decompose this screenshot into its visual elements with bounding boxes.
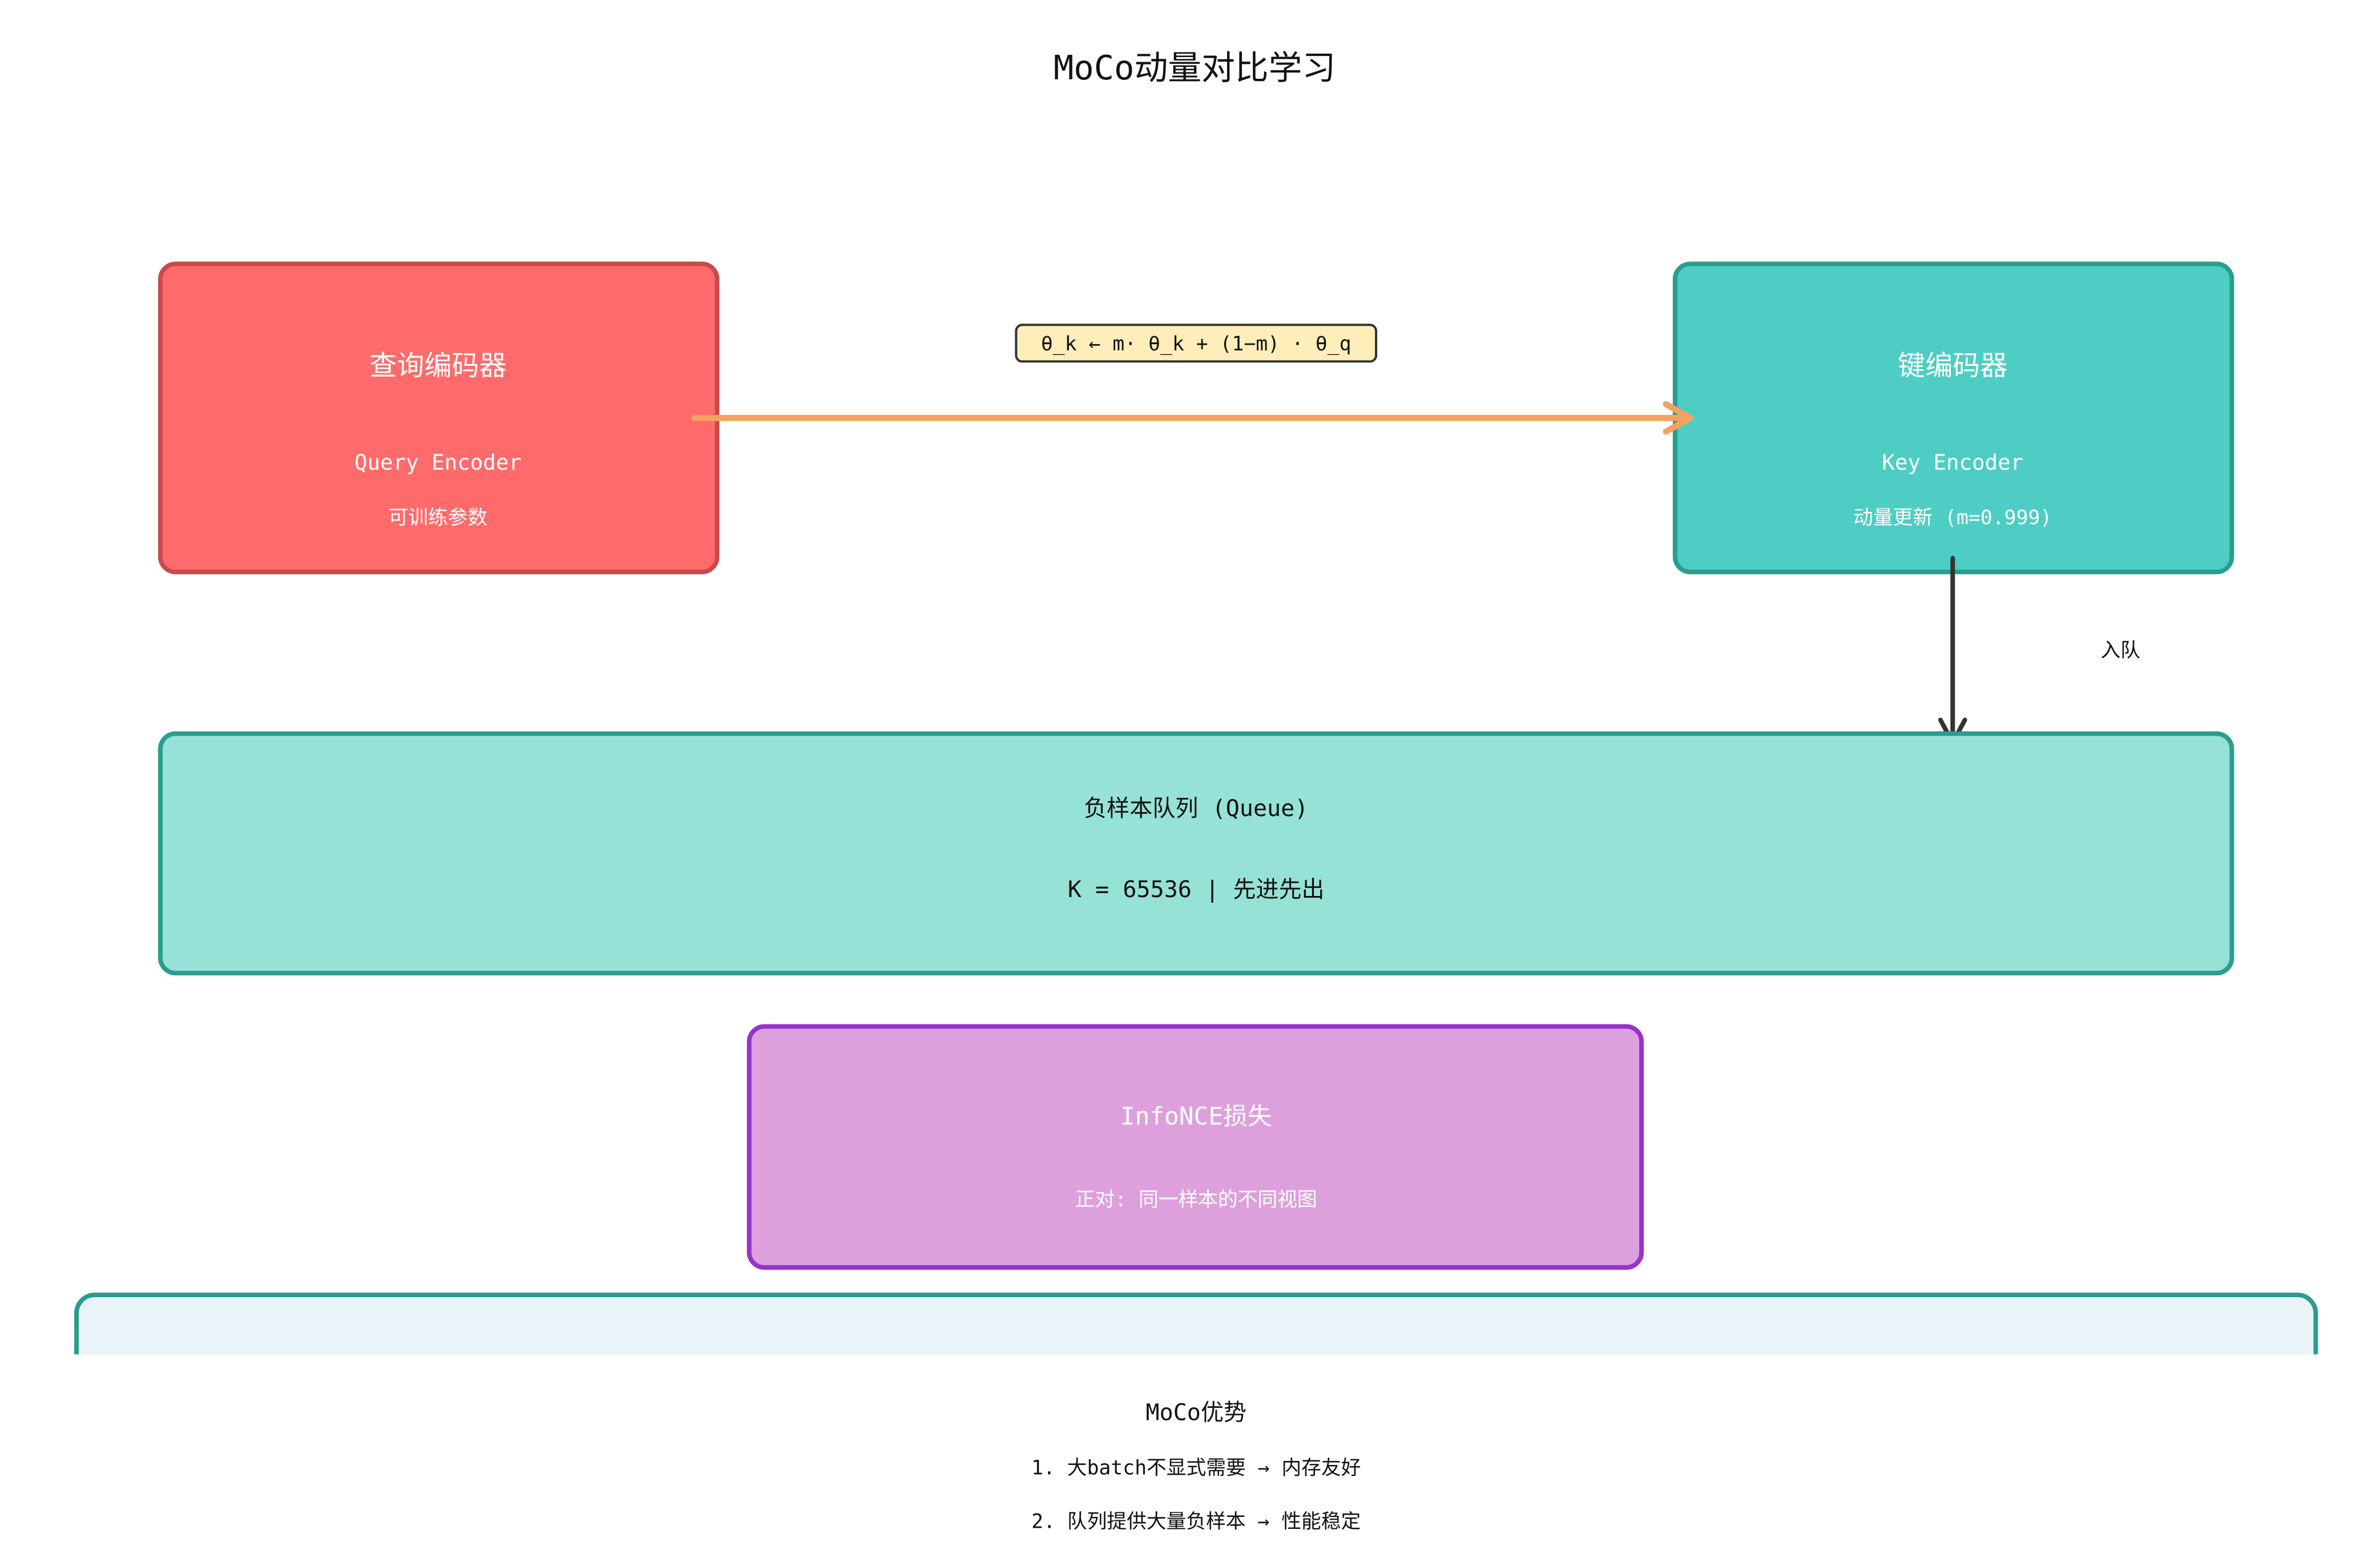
advantage-item: 2. 队列提供大量负样本 → 性能稳定 (1031, 1510, 1361, 1533)
negative-queue-box: 负样本队列 (Queue) K = 65536 | 先进先出 (158, 731, 2234, 976)
enqueue-label: 入队 (2101, 639, 2140, 662)
key-encoder-title: 键编码器 (1898, 350, 2007, 382)
key-encoder-note: 动量更新 (m=0.999) (1853, 507, 2052, 530)
query-encoder-note: 可训练参数 (389, 507, 488, 530)
advantage-item: 1. 大batch不显式需要 → 内存友好 (1031, 1457, 1361, 1480)
queue-title: 负样本队列 (Queue) (1084, 796, 1308, 822)
momentum-formula: θ_k ← m· θ_k + (1−m) · θ_q (1041, 333, 1352, 356)
queue-detail: K = 65536 | 先进先出 (1068, 877, 1325, 903)
diagram-title: MoCo动量对比学习 (1054, 48, 1336, 87)
query-encoder-box: 查询编码器 Query Encoder 可训练参数 (158, 261, 720, 575)
enqueue-arrow (1938, 556, 1967, 745)
loss-detail: 正对: 同一样本的不同视图 (1075, 1188, 1317, 1211)
advantages-box (74, 1293, 2318, 1355)
momentum-arrow (691, 401, 1693, 435)
key-encoder-subtitle: Key Encoder (1882, 450, 2023, 475)
key-encoder-box: 键编码器 Key Encoder 动量更新 (m=0.999) (1672, 261, 2234, 575)
loss-title: InfoNCE损失 (1120, 1103, 1272, 1131)
query-encoder-subtitle: Query Encoder (354, 450, 522, 475)
infonce-loss-box: InfoNCE损失 正对: 同一样本的不同视图 (747, 1024, 1644, 1270)
query-encoder-title: 查询编码器 (369, 350, 506, 382)
advantages-title: MoCo优势 (1145, 1400, 1247, 1426)
momentum-formula-box: θ_k ← m· θ_k + (1−m) · θ_q (1015, 324, 1378, 363)
